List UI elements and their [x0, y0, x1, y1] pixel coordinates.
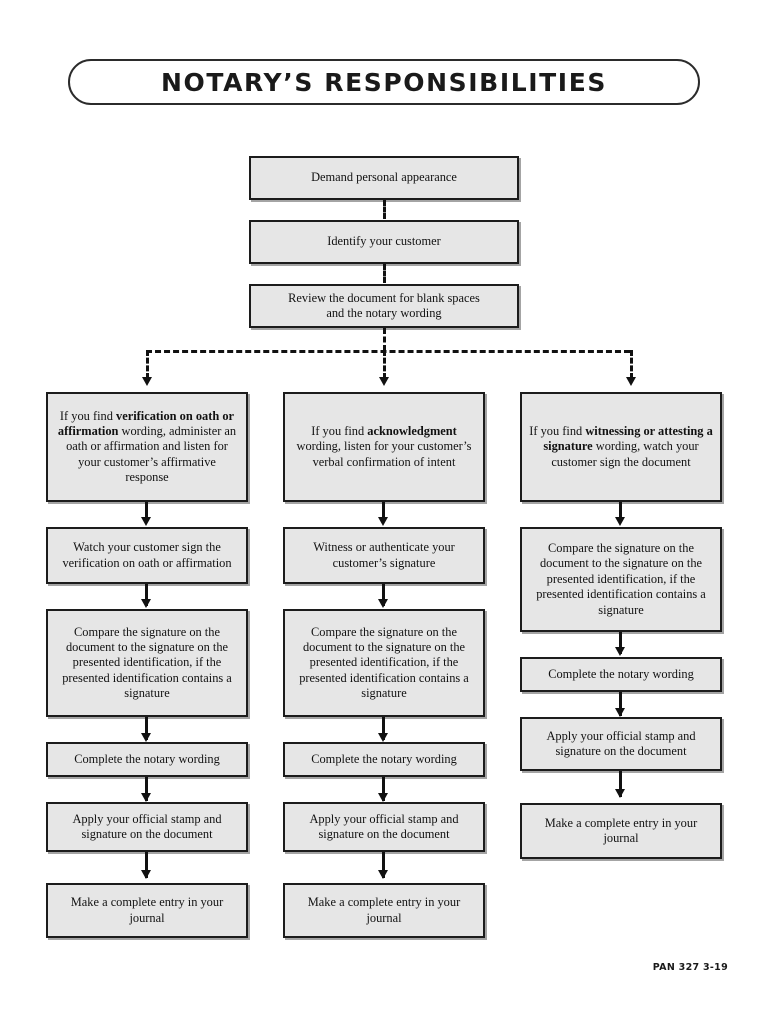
footer-publication-code: PAN 327 3-19: [652, 962, 728, 973]
flow-box-c2-s4: Complete the notary wording: [283, 742, 485, 777]
connector-c1-s4-to-s5: [145, 777, 148, 801]
flow-box-c2-s2: Witness or authenticate your customer’s …: [283, 527, 485, 584]
flow-box-review-document: Review the document for blank spaces and…: [249, 284, 519, 328]
flow-box-text: Demand personal appearance: [311, 170, 457, 185]
flow-box-text: Apply your official stamp and signature …: [309, 811, 459, 841]
flow-box-text: Make a complete entry in your journal: [544, 815, 698, 845]
arrow-c3-s3-to-s4: [615, 708, 625, 717]
arrow-c1-s5-to-s6: [141, 870, 151, 879]
flow-box-c3-s3: Complete the notary wording: [520, 657, 722, 692]
connector-c1-s3-to-s4: [145, 717, 148, 740]
flow-box-text: Make a complete entry in your journal: [307, 895, 461, 925]
flow-box-text: Apply your official stamp and signature …: [72, 811, 222, 841]
flow-box-c2-s3: Compare the signature on the document to…: [283, 609, 485, 717]
flow-box-text: Make a complete entry in your journal: [70, 895, 224, 925]
connector-c2-s3-to-s4: [382, 717, 385, 740]
arrow-c2-s4-to-s5: [378, 793, 388, 802]
flow-box-text: If you find witnessing or attesting a si…: [529, 423, 713, 469]
flow-box-identify-your-customer: Identify your customer: [249, 220, 519, 264]
connector-c1-s5-to-s6: [145, 852, 148, 878]
arrow-c3-s4-to-s5: [615, 789, 625, 798]
flow-box-text: Compare the signature on the document to…: [299, 624, 469, 701]
arrow-c1-s4-to-s5: [141, 793, 151, 802]
connector-stem1-to-stem2: [383, 200, 386, 219]
flow-box-text: If you find verification on oath or affi…: [57, 408, 237, 485]
flow-box-text: Compare the signature on the document to…: [536, 541, 706, 617]
arrow-c1-s3-to-s4: [141, 733, 151, 742]
connector-c2-s1-to-s2: [382, 502, 385, 522]
flow-box-c1-s6: Make a complete entry in your journal: [46, 883, 248, 938]
branch-horizontal-bus: [146, 350, 630, 353]
arrow-c2-s2-to-s3: [378, 599, 388, 608]
flow-box-text: Witness or authenticate your customer’s …: [313, 540, 455, 570]
branch-drop-left: [146, 350, 149, 379]
page-title: NOTARY’S RESPONSIBILITIES: [161, 67, 607, 97]
flow-box-c1-s3: Compare the signature on the document to…: [46, 609, 248, 717]
flow-box-c1-s2: Watch your customer sign the verificatio…: [46, 527, 248, 584]
arrow-c2-s5-to-s6: [378, 870, 388, 879]
branch-arrow-right: [626, 377, 636, 386]
branch-arrow-middle: [379, 377, 389, 386]
connector-c3-s4-to-s5: [619, 771, 622, 797]
connector-c3-s3-to-s4: [619, 692, 622, 716]
arrow-c3-s1-to-s2: [615, 517, 625, 526]
arrow-c1-s2-to-s3: [141, 599, 151, 608]
flow-box-c1-s5: Apply your official stamp and signature …: [46, 802, 248, 852]
flow-box-text: Apply your official stamp and signature …: [546, 728, 696, 758]
flow-box-c3-s4: Apply your official stamp and signature …: [520, 717, 722, 771]
flow-box-text: Identify your customer: [327, 234, 441, 249]
connector-c3-s2-to-s3: [619, 632, 622, 654]
arrow-c2-s1-to-s2: [378, 517, 388, 526]
connector-c2-s2-to-s3: [382, 584, 385, 606]
flow-box-text: Complete the notary wording: [311, 751, 457, 766]
flow-box-text: Complete the notary wording: [74, 751, 220, 766]
connector-c2-s5-to-s6: [382, 852, 385, 878]
arrow-c1-s1-to-s2: [141, 517, 151, 526]
arrow-c3-s2-to-s3: [615, 647, 625, 656]
flow-box-text-line1: Review the document for blank spaces: [288, 290, 480, 305]
branch-drop-right: [630, 350, 633, 379]
connector-c2-s4-to-s5: [382, 777, 385, 801]
page-title-banner: NOTARY’S RESPONSIBILITIES: [68, 59, 700, 105]
flow-box-text: Complete the notary wording: [548, 666, 694, 681]
branch-arrow-left: [142, 377, 152, 386]
flow-box-c1-s1: If you find verification on oath or affi…: [46, 392, 248, 502]
arrow-c2-s3-to-s4: [378, 733, 388, 742]
connector-c3-s1-to-s2: [619, 502, 622, 522]
flow-box-c3-s5: Make a complete entry in your journal: [520, 803, 722, 859]
connector-c1-s2-to-s3: [145, 584, 148, 606]
flow-box-text: If you find acknowledgment wording, list…: [296, 423, 472, 469]
flow-box-c2-s1: If you find acknowledgment wording, list…: [283, 392, 485, 502]
branch-drop-middle: [383, 350, 386, 379]
flow-box-c3-s1: If you find witnessing or attesting a si…: [520, 392, 722, 502]
flow-box-text-line2: and the notary wording: [326, 306, 442, 320]
flow-box-text: Review the document for blank spaces and…: [258, 291, 510, 322]
flow-box-c3-s2: Compare the signature on the document to…: [520, 527, 722, 632]
flow-box-text: Watch your customer sign the verificatio…: [62, 540, 232, 570]
connector-stem2-to-stem3: [383, 264, 386, 283]
flow-box-c2-s5: Apply your official stamp and signature …: [283, 802, 485, 852]
branch-stem-drop: [383, 328, 386, 351]
connector-c1-s1-to-s2: [145, 502, 148, 522]
flow-box-c2-s6: Make a complete entry in your journal: [283, 883, 485, 938]
flow-box-text: Compare the signature on the document to…: [62, 624, 232, 701]
flow-box-demand-personal-appearance: Demand personal appearance: [249, 156, 519, 200]
flow-box-c1-s4: Complete the notary wording: [46, 742, 248, 777]
